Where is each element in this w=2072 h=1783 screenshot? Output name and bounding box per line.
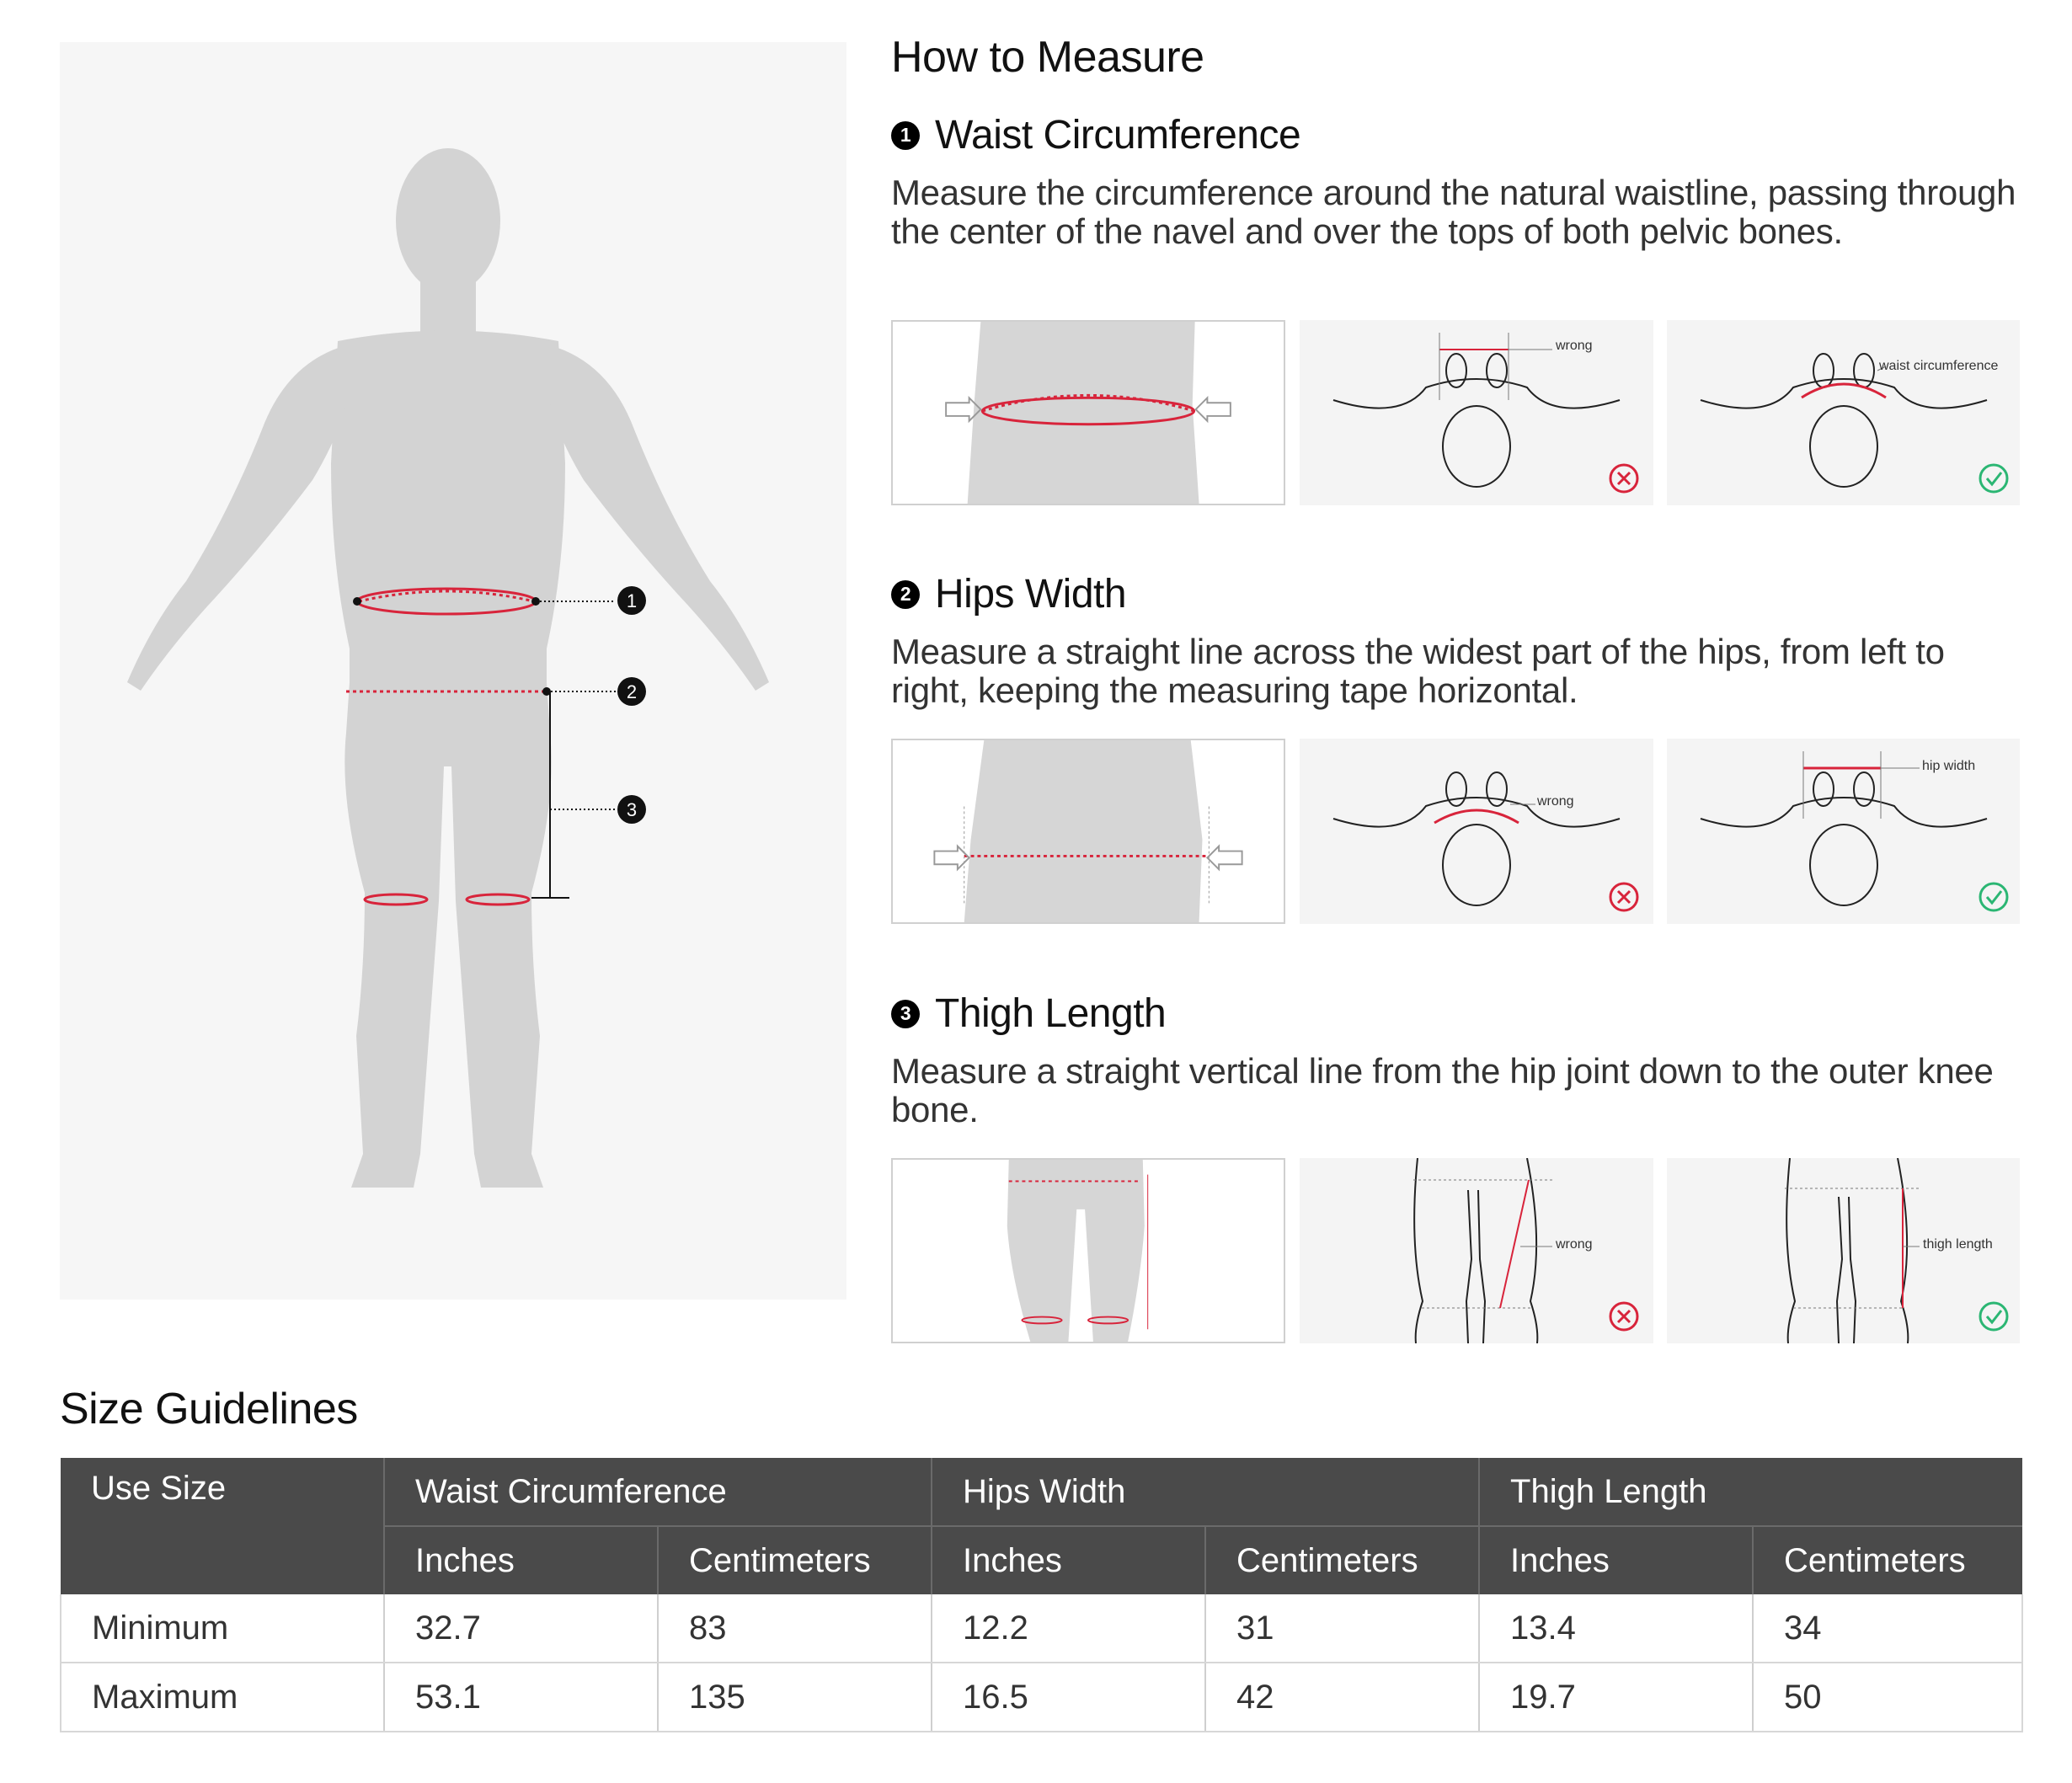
- table-cell: 12.2: [931, 1594, 1205, 1663]
- section-title: Thigh Length: [935, 991, 1167, 1036]
- waist-photo: [891, 320, 1285, 505]
- table-cell: 31: [1204, 1594, 1480, 1663]
- number-badge: 3: [891, 999, 920, 1028]
- section-title: Hips Width: [935, 572, 1127, 617]
- wrong-label: wrong: [1556, 339, 1593, 353]
- section-description: Measure the circumference around the nat…: [891, 173, 2016, 251]
- table-header-row: Use Size Waist Circumference Hips Width …: [61, 1458, 2023, 1594]
- hips-photo: [891, 739, 1285, 924]
- section-heading: 3 Thigh Length: [891, 990, 2020, 1037]
- svg-text:2: 2: [627, 681, 637, 702]
- wrong-label: wrong: [1556, 1237, 1593, 1252]
- thigh-correct-illustration: thigh length: [1667, 1158, 2020, 1343]
- body-silhouette-illustration: 1 2 3: [127, 148, 769, 1188]
- thigh-wrong-illustration: wrong: [1300, 1158, 1653, 1343]
- image-row: wrong hip width: [891, 739, 2020, 924]
- table-cell: 16.5: [931, 1663, 1205, 1732]
- header-unit: Inches: [383, 1525, 658, 1594]
- body-figure-panel: 1 2 3: [60, 42, 846, 1300]
- hips-correct-illustration: hip width: [1667, 739, 2020, 924]
- section-hips: 2 Hips Width Measure a straight line acr…: [891, 571, 2020, 924]
- marker-2: 2: [617, 677, 646, 706]
- correct-icon: [1979, 463, 2009, 494]
- header-unit: Centimeters: [1752, 1525, 2023, 1594]
- table-cell: 13.4: [1478, 1594, 1754, 1663]
- header-unit: Inches: [1478, 1525, 1754, 1594]
- correct-label: hip width: [1922, 759, 1976, 773]
- header-unit: Inches: [931, 1525, 1205, 1594]
- section-heading: 2 Hips Width: [891, 571, 2020, 617]
- header-unit: Centimeters: [1204, 1525, 1480, 1594]
- section-description: Measure a straight line across the wides…: [891, 632, 1945, 710]
- number-badge: 1: [891, 120, 920, 150]
- section-description: Measure a straight vertical line from th…: [891, 1051, 1994, 1129]
- header-unit: Centimeters: [657, 1525, 932, 1594]
- image-row: wrong thigh length: [891, 1158, 2020, 1343]
- table-cell: 83: [657, 1594, 932, 1663]
- waist-wrong-illustration: wrong: [1300, 320, 1653, 505]
- row-label: Minimum: [60, 1594, 384, 1663]
- table-cell: 50: [1752, 1663, 2024, 1732]
- wrong-label: wrong: [1537, 794, 1574, 809]
- wrong-icon: [1609, 1301, 1639, 1332]
- svg-text:3: 3: [627, 799, 637, 820]
- row-label: Maximum: [60, 1663, 384, 1732]
- table-cell: 135: [657, 1663, 932, 1732]
- correct-label: thigh length: [1923, 1237, 1993, 1252]
- table-cell: 42: [1204, 1663, 1480, 1732]
- table-cell: 34: [1752, 1594, 2024, 1663]
- section-thigh: 3 Thigh Length Measure a straight vertic…: [891, 990, 2020, 1343]
- how-to-measure-title: How to Measure: [891, 33, 1204, 82]
- size-guidelines-title: Size Guidelines: [60, 1385, 358, 1433]
- wrong-icon: [1609, 463, 1639, 494]
- table-row: Maximum 53.1 135 16.5 42 19.7 50: [60, 1663, 2024, 1732]
- correct-icon: [1979, 1301, 2009, 1332]
- size-guidelines-table: Use Size Waist Circumference Hips Width …: [60, 1458, 2024, 1732]
- header-group: Thigh Length: [1478, 1458, 2023, 1526]
- image-row: wrong waist circumference: [891, 320, 2020, 505]
- section-title: Waist Circumference: [935, 113, 1301, 157]
- hips-wrong-illustration: wrong: [1300, 739, 1653, 924]
- section-heading: 1 Waist Circumference: [891, 112, 2020, 158]
- header-group: Waist Circumference: [383, 1458, 932, 1526]
- section-waist: 1 Waist Circumference Measure the circum…: [891, 112, 2020, 505]
- thigh-photo: [891, 1158, 1285, 1343]
- number-badge: 2: [891, 579, 920, 609]
- waist-correct-illustration: waist circumference: [1667, 320, 2020, 505]
- marker-3: 3: [617, 795, 646, 824]
- svg-text:1: 1: [627, 590, 637, 611]
- header-group: Hips Width: [930, 1458, 1480, 1526]
- table-cell: 53.1: [383, 1663, 658, 1732]
- header-use-size: Use Size: [61, 1458, 384, 1594]
- correct-label: waist circumference: [1879, 359, 1999, 373]
- marker-1: 1: [617, 586, 646, 615]
- table-cell: 32.7: [383, 1594, 658, 1663]
- table-cell: 19.7: [1478, 1663, 1754, 1732]
- table-unit-row: Inches Centimeters Inches Centimeters In…: [61, 1525, 2023, 1594]
- correct-icon: [1979, 882, 2009, 912]
- table-row: Minimum 32.7 83 12.2 31 13.4 34: [60, 1594, 2024, 1663]
- wrong-icon: [1609, 882, 1639, 912]
